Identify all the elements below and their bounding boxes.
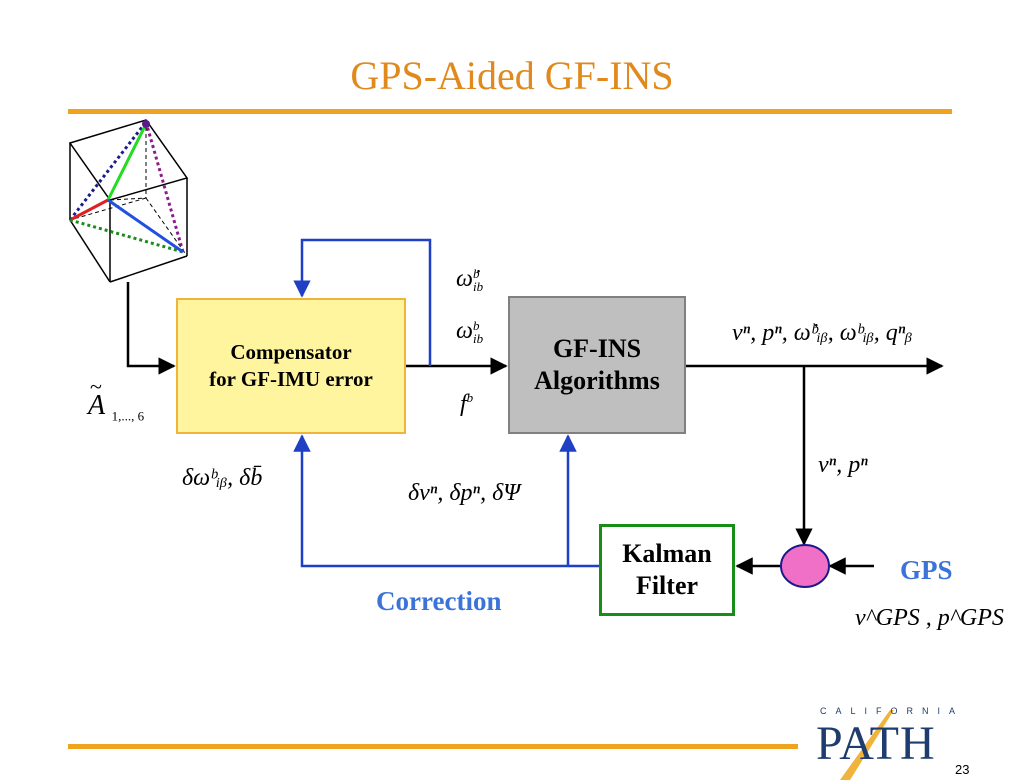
kalman-line1: Kalman [622,539,712,568]
gps-label: GPS [900,555,953,585]
compensator-correction-label: δωᵇᵢᵦ, δb̄ [182,465,263,491]
velocity-position-label: vⁿ, pⁿ [818,452,868,478]
gps-measurement-label: v^GPS , p^GPS [855,605,1004,631]
gfins-line1: GF-INS [552,334,642,363]
fusion-node [780,544,830,588]
gfins-block: GF-INS Algorithms [508,296,686,434]
gfins-line2: Algorithms [534,366,660,395]
imu-cube-icon [68,119,189,283]
ins-correction-label: δvⁿ, δpⁿ, δΨ [408,480,521,506]
accel-input-label: ~ A 1,..., 6 [88,374,145,424]
compensator-block: Compensator for GF-IMU error [176,298,406,434]
compensator-line1: Compensator [230,340,352,364]
logo-word: PATH [816,717,936,770]
compensator-line2: for GF-IMU error [209,367,373,391]
kalman-filter-block: Kalman Filter [599,524,735,616]
path-logo-icon [840,710,894,780]
bottom-rule [68,744,798,749]
correction-label: Correction [376,586,502,616]
ins-outputs-label: vⁿ, pⁿ, ω̇ᵇᵢᵦ, ωᵇᵢᵦ, qⁿᵦ [732,320,913,346]
logo-letters: CALIFORNIA [820,706,965,716]
page-title: GPS-Aided GF-INS [350,53,674,98]
kalman-line2: Filter [635,571,699,600]
page-number: 23 [955,762,970,777]
top-rule [68,109,952,114]
specific-force-label: fb [460,390,474,417]
